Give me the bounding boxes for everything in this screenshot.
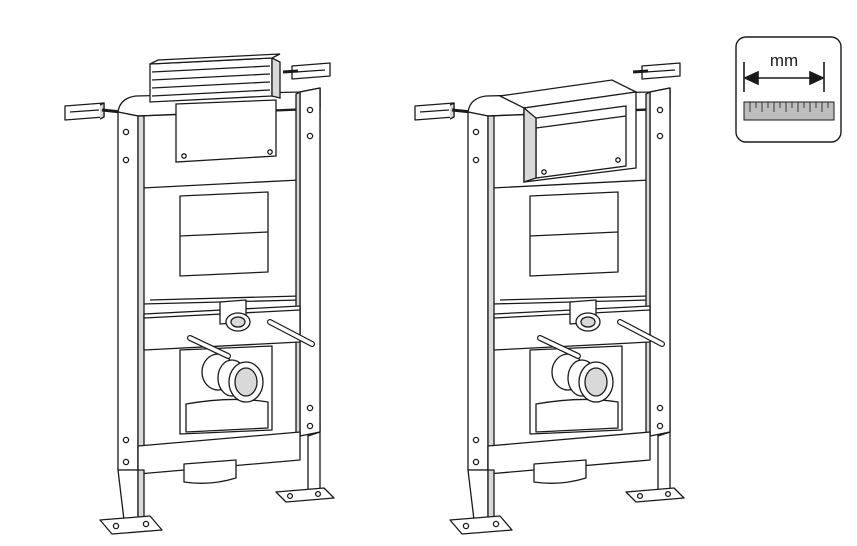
frame-right	[415, 63, 684, 534]
double-arrow-icon	[743, 62, 825, 92]
unit-label: mm	[770, 51, 798, 70]
ruler-icon	[743, 101, 835, 121]
frame-left	[65, 53, 334, 534]
cistern-lid-closed	[149, 53, 281, 163]
cistern-lid-open	[497, 79, 639, 183]
unit-badge: mm	[735, 36, 842, 143]
